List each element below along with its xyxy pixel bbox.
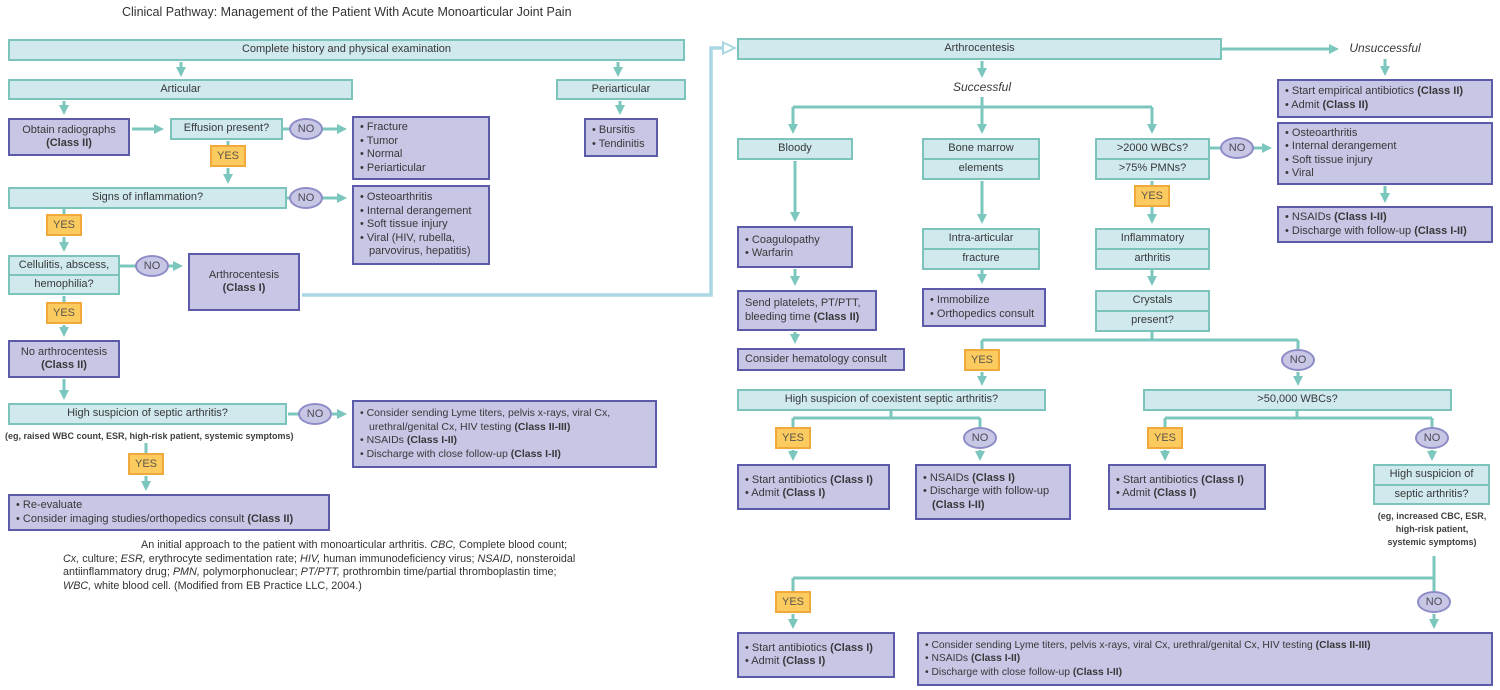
no-ellipse: NO: [298, 403, 332, 425]
node-septic-suspicion-left: High suspicion of septic arthritis?: [8, 403, 287, 425]
node-lyme-workup-right: • Consider sending Lyme titers, pelvis x…: [917, 632, 1493, 686]
page-title: Clinical Pathway: Management of the Pati…: [122, 5, 572, 19]
no-ellipse: NO: [963, 427, 997, 449]
node-reevaluate: • Re-evaluate• Consider imaging studies/…: [8, 494, 330, 531]
label-successful: Successful: [952, 80, 1012, 94]
node-noninflammatory-ddx: • Osteoarthritis• Internal derangement• …: [352, 185, 490, 265]
node-signs-inflammation: Signs of inflammation?: [8, 187, 287, 209]
node-immobilize: • Immobilize• Orthopedics consult: [922, 288, 1046, 327]
node-noninflammatory-ddx-right: • Osteoarthritis• Internal derangement• …: [1277, 122, 1493, 185]
node-effusion-present: Effusion present?: [170, 118, 283, 140]
septic-suspicion-right-note: (eg, increased CBC, ESR,high-risk patien…: [1377, 511, 1487, 547]
no-ellipse: NO: [289, 118, 323, 140]
node-arthrocentesis-class1: Arthrocentesis(Class I): [188, 253, 300, 311]
yes-badge: YES: [1134, 185, 1170, 207]
no-ellipse: NO: [1281, 349, 1315, 371]
yes-badge: YES: [210, 145, 246, 167]
no-ellipse: NO: [135, 255, 169, 277]
node-bloody: Bloody: [737, 138, 853, 160]
node-periarticular: Periarticular: [556, 79, 686, 100]
figure-caption: An initial approach to the patient with …: [63, 539, 576, 592]
node-wbc-50000: >50,000 WBCs?: [1143, 389, 1452, 411]
node-start-antibiotics-3: • Start antibiotics (Class I)• Admit (Cl…: [737, 632, 895, 678]
node-coagulopathy: • Coagulopathy• Warfarin: [737, 226, 853, 268]
yes-badge: YES: [964, 349, 1000, 371]
no-ellipse: NO: [1415, 427, 1449, 449]
node-start-antibiotics-2: • Start antibiotics (Class I)• Admit (Cl…: [1108, 464, 1266, 510]
yes-badge: YES: [46, 302, 82, 324]
node-arthrocentesis-main: Arthrocentesis: [737, 38, 1222, 60]
node-complete-history: Complete history and physical examinatio…: [8, 39, 685, 61]
node-obtain-radiographs: Obtain radiographs(Class II): [8, 118, 130, 156]
node-coexistent-septic: High suspicion of coexistent septic arth…: [737, 389, 1046, 411]
no-ellipse: NO: [289, 187, 323, 209]
yes-badge: YES: [1147, 427, 1183, 449]
no-ellipse: NO: [1417, 591, 1451, 613]
yes-badge: YES: [128, 453, 164, 475]
yes-badge: YES: [46, 214, 82, 236]
node-empirical-antibiotics: • Start empirical antibiotics (Class II)…: [1277, 79, 1493, 118]
yes-badge: YES: [775, 591, 811, 613]
node-hematology-consult: Consider hematology consult: [737, 348, 905, 371]
node-fracture-ddx: • Fracture• Tumor• Normal• Periarticular: [352, 116, 490, 180]
node-nsaids-followup: • NSAIDs (Class I-II)• Discharge with fo…: [1277, 206, 1493, 243]
node-start-antibiotics-1: • Start antibiotics (Class I)• Admit (Cl…: [737, 464, 890, 510]
node-send-platelets: Send platelets, PT/PTT,bleeding time (Cl…: [737, 290, 877, 331]
label-unsuccessful: Unsuccessful: [1349, 41, 1421, 55]
node-cellulitis-abscess: Cellulitis, abscess,hemophilia?: [8, 255, 120, 295]
node-nsaids-discharge: • NSAIDs (Class I)• Discharge with follo…: [915, 464, 1071, 520]
no-ellipse: NO: [1220, 137, 1254, 159]
node-wbc-2000: >2000 WBCs?>75% PMNs?: [1095, 138, 1210, 180]
node-lyme-workup-left: • Consider sending Lyme titers, pelvis x…: [352, 400, 657, 468]
yes-badge: YES: [775, 427, 811, 449]
node-no-arthrocentesis: No arthrocentesis(Class II): [8, 340, 120, 378]
node-bursitis-tendinitis: • Bursitis• Tendinitis: [584, 118, 658, 157]
node-articular: Articular: [8, 79, 353, 100]
septic-suspicion-note: (eg, raised WBC count, ESR, high-risk pa…: [5, 431, 294, 441]
